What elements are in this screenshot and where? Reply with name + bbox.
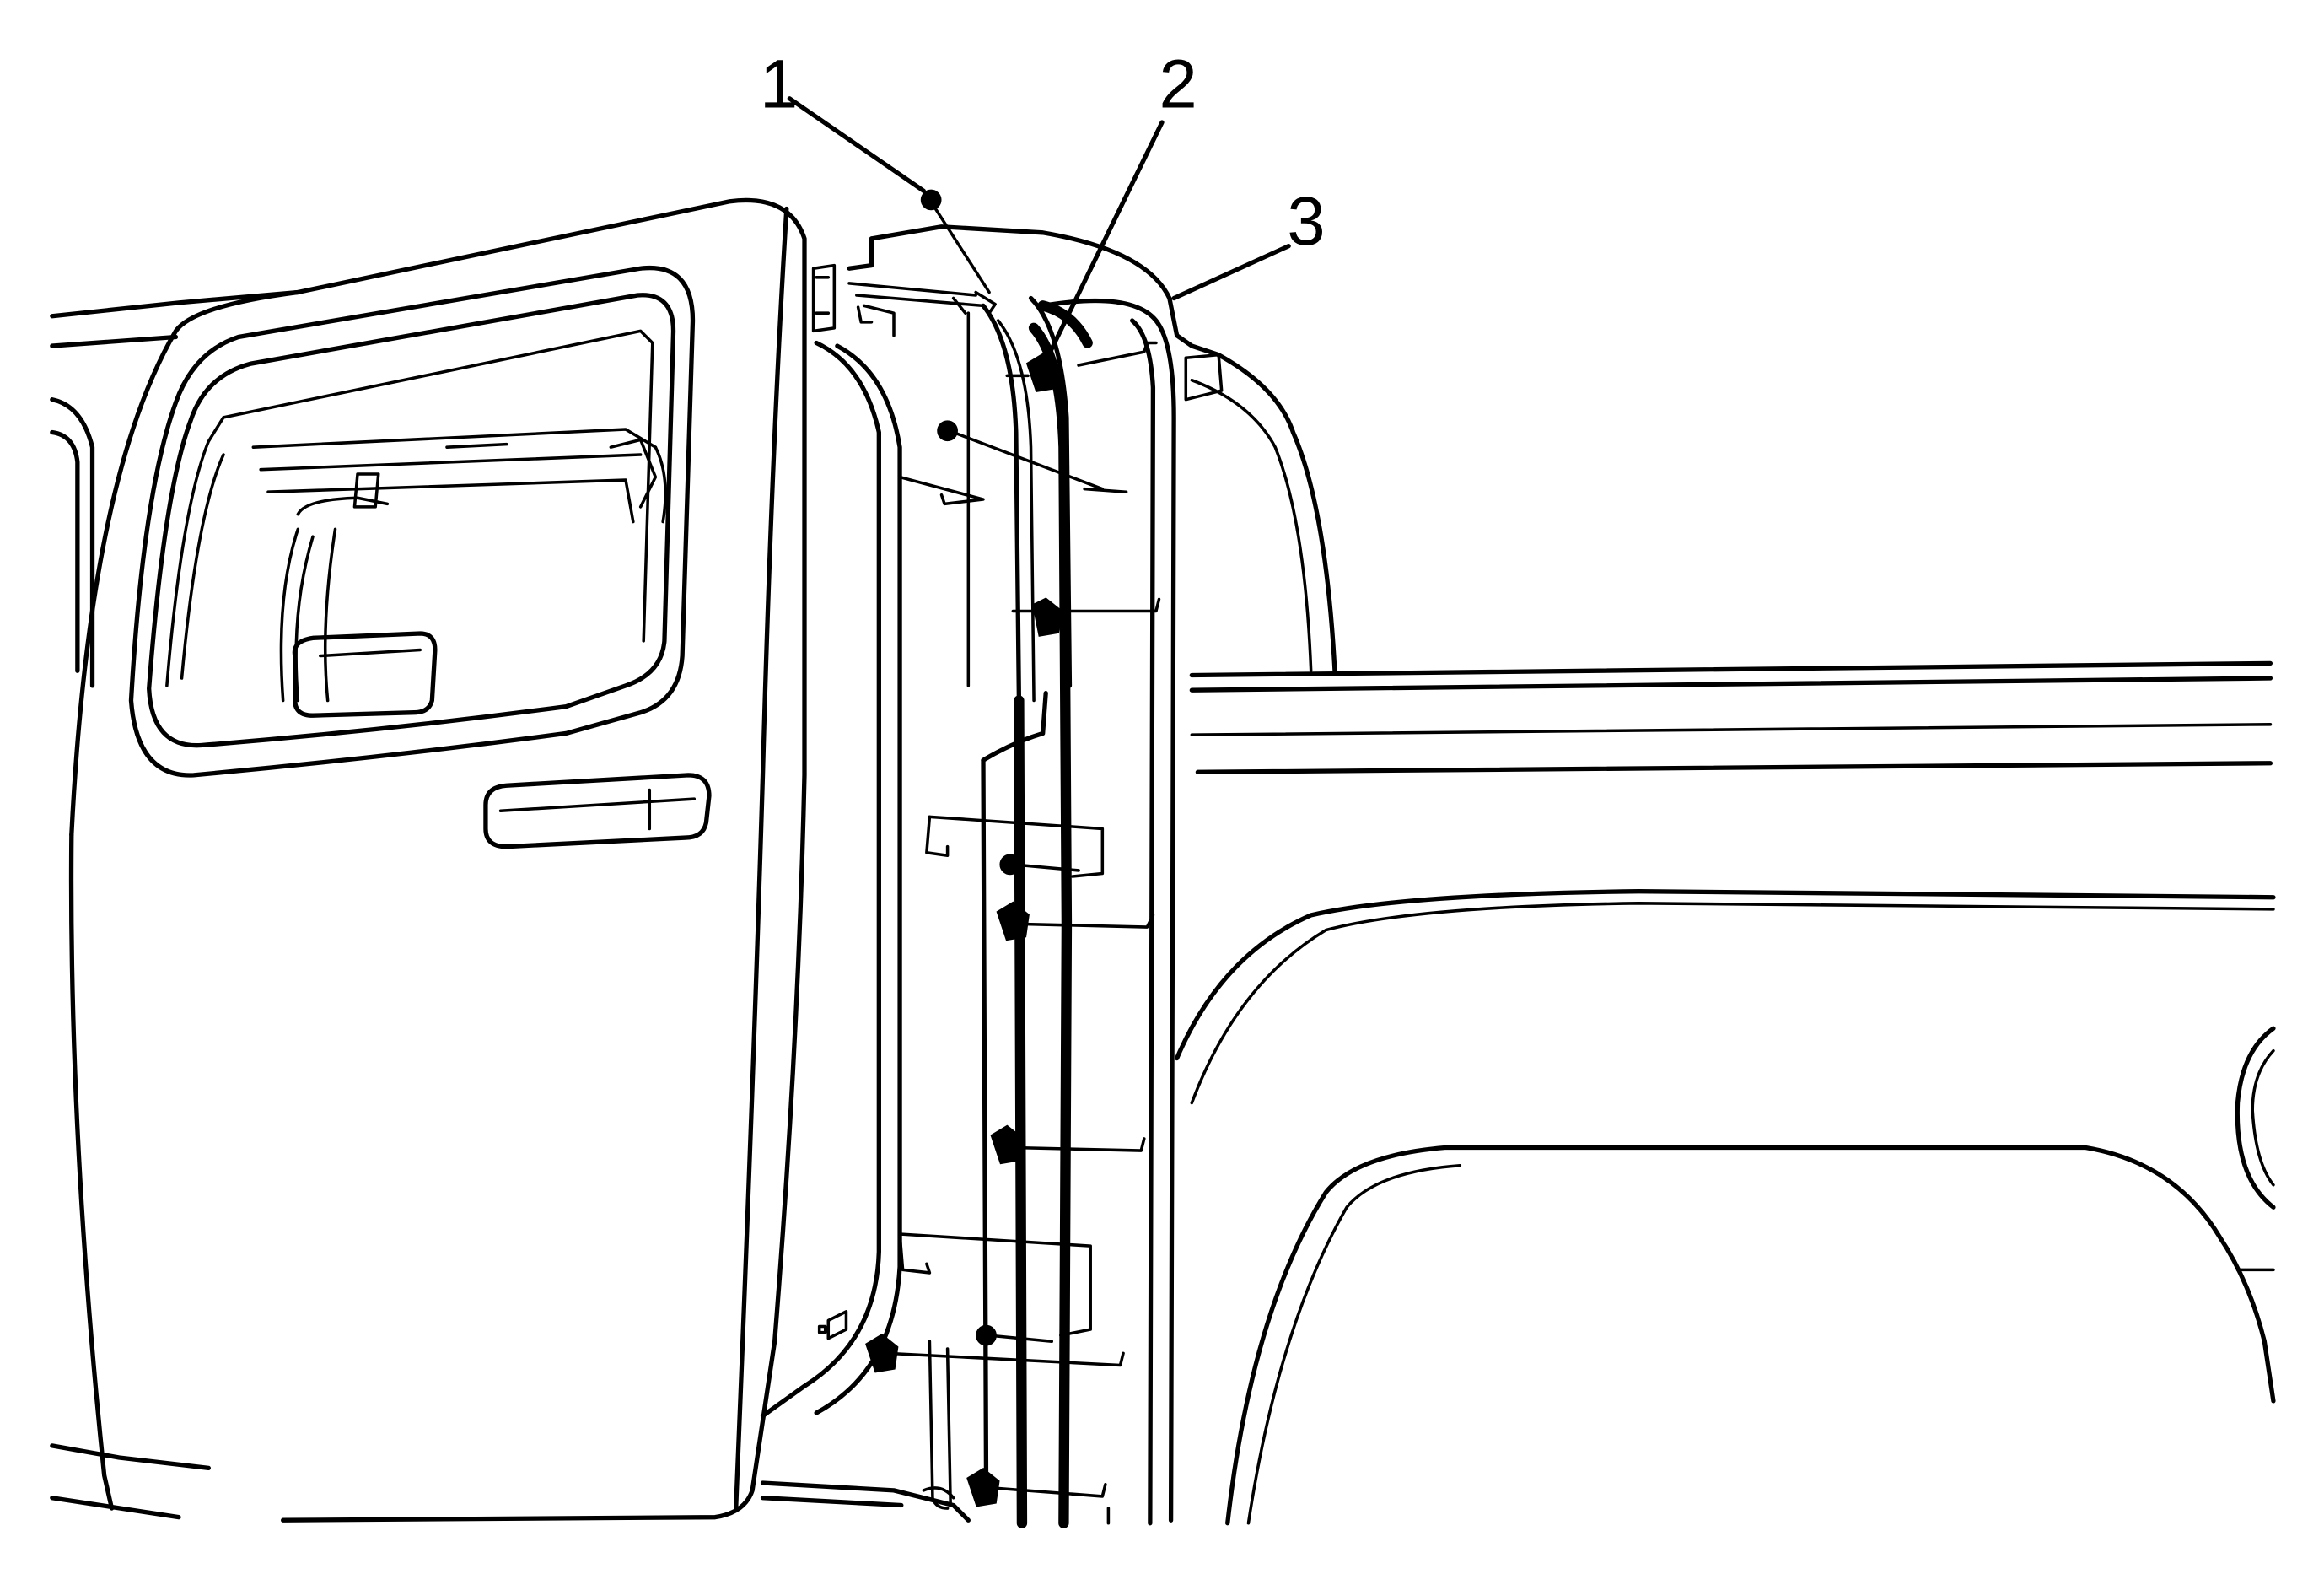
pillar-molding xyxy=(1014,298,1176,1528)
callout-3-leader xyxy=(1171,244,1291,301)
nut-fastener-upper xyxy=(937,420,958,442)
cab-body-side xyxy=(50,289,300,1520)
retainer-clip-5 xyxy=(865,1333,899,1373)
front-door xyxy=(68,197,807,1523)
callout-1-leader xyxy=(787,96,926,193)
retainer-clip-6 xyxy=(966,1467,1000,1507)
callout-2-leader xyxy=(1046,120,1165,358)
retainer-clip-3 xyxy=(996,901,1030,941)
fastener-attachment-lines xyxy=(886,341,1161,1525)
callout-1-label: 1 xyxy=(760,46,798,122)
retainer-clip-4 xyxy=(990,1124,1024,1165)
door-opening xyxy=(760,263,971,1523)
rear-cab-pillar xyxy=(847,224,1180,1510)
retainer-clip-2 xyxy=(1032,597,1062,637)
nut-fastener-middle xyxy=(999,854,1021,876)
retainer-clip-1 xyxy=(1005,353,1060,393)
callout-leaders xyxy=(787,96,1291,358)
nut-fastener-lower xyxy=(976,1324,997,1346)
pickup-box xyxy=(1175,333,2276,1526)
callout-2-label: 2 xyxy=(1159,46,1197,122)
fasteners xyxy=(865,189,1062,1507)
nut-fastener-top xyxy=(920,189,942,211)
callout-3-label: 3 xyxy=(1287,183,1325,260)
